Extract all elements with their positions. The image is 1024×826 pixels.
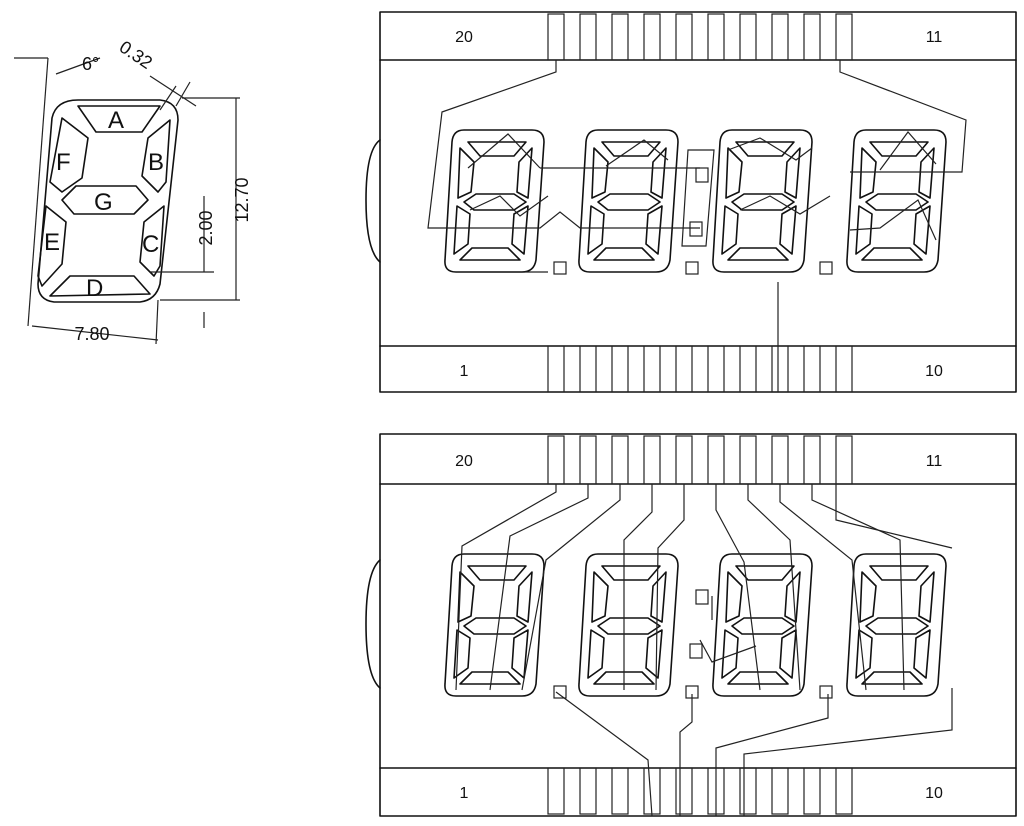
pin-label-11: 11: [926, 29, 943, 46]
segment-label-d: D: [86, 275, 103, 302]
pin-label-10: 10: [925, 785, 943, 802]
pin-label-20: 20: [455, 29, 473, 46]
top-pin-row: [547, 435, 853, 485]
segment-label-e: E: [44, 229, 60, 256]
bottom-offset-label: 2.00: [196, 210, 216, 245]
pin-label-10: 10: [925, 363, 943, 380]
pin-label-11: 11: [926, 453, 943, 470]
digit-2: [578, 553, 679, 697]
colon-dot: [695, 589, 709, 605]
decimal-point: [685, 261, 699, 275]
bottom-pin-row: [547, 767, 853, 815]
segment-label-f: F: [56, 149, 71, 176]
digit-1: [444, 553, 545, 697]
slant-guide-line: [27, 57, 49, 327]
digit-4: [846, 129, 947, 273]
digit-3: [712, 129, 813, 273]
segment-dimension-drawing: A F B G E C D 6° 0.32 12.70 2.00 7.80: [14, 37, 252, 345]
decimal-point: [819, 261, 833, 275]
digit-4: [846, 553, 947, 697]
colon-dot: [689, 643, 703, 659]
pin-label-1: 1: [460, 785, 469, 802]
decimal-point: [553, 261, 567, 275]
digit-3: [712, 553, 813, 697]
colon-frame: [681, 149, 715, 247]
digit-height-label: 12.70: [232, 177, 252, 222]
segment-label-g: G: [94, 189, 113, 216]
segment-label-a: A: [108, 107, 124, 134]
display-bottom: 20 11 1 10: [365, 433, 1017, 817]
segment-gap-label: 0.32: [116, 37, 156, 73]
segment-label-c: C: [142, 231, 159, 258]
digit-1: [444, 129, 545, 273]
bottom-pin-row: [547, 345, 853, 393]
segment-label-b: B: [148, 149, 164, 176]
pin-label-1: 1: [460, 363, 469, 380]
digit-width-label: 7.80: [74, 324, 109, 344]
pin-label-20: 20: [455, 453, 473, 470]
display-top: 20 11 1 10: [365, 11, 1017, 393]
colon-dot: [689, 221, 703, 237]
colon-dot: [695, 167, 709, 183]
decimal-point: [553, 685, 567, 699]
slant-angle-label: 6°: [82, 54, 99, 74]
decimal-point: [819, 685, 833, 699]
top-pin-row: [547, 13, 853, 61]
